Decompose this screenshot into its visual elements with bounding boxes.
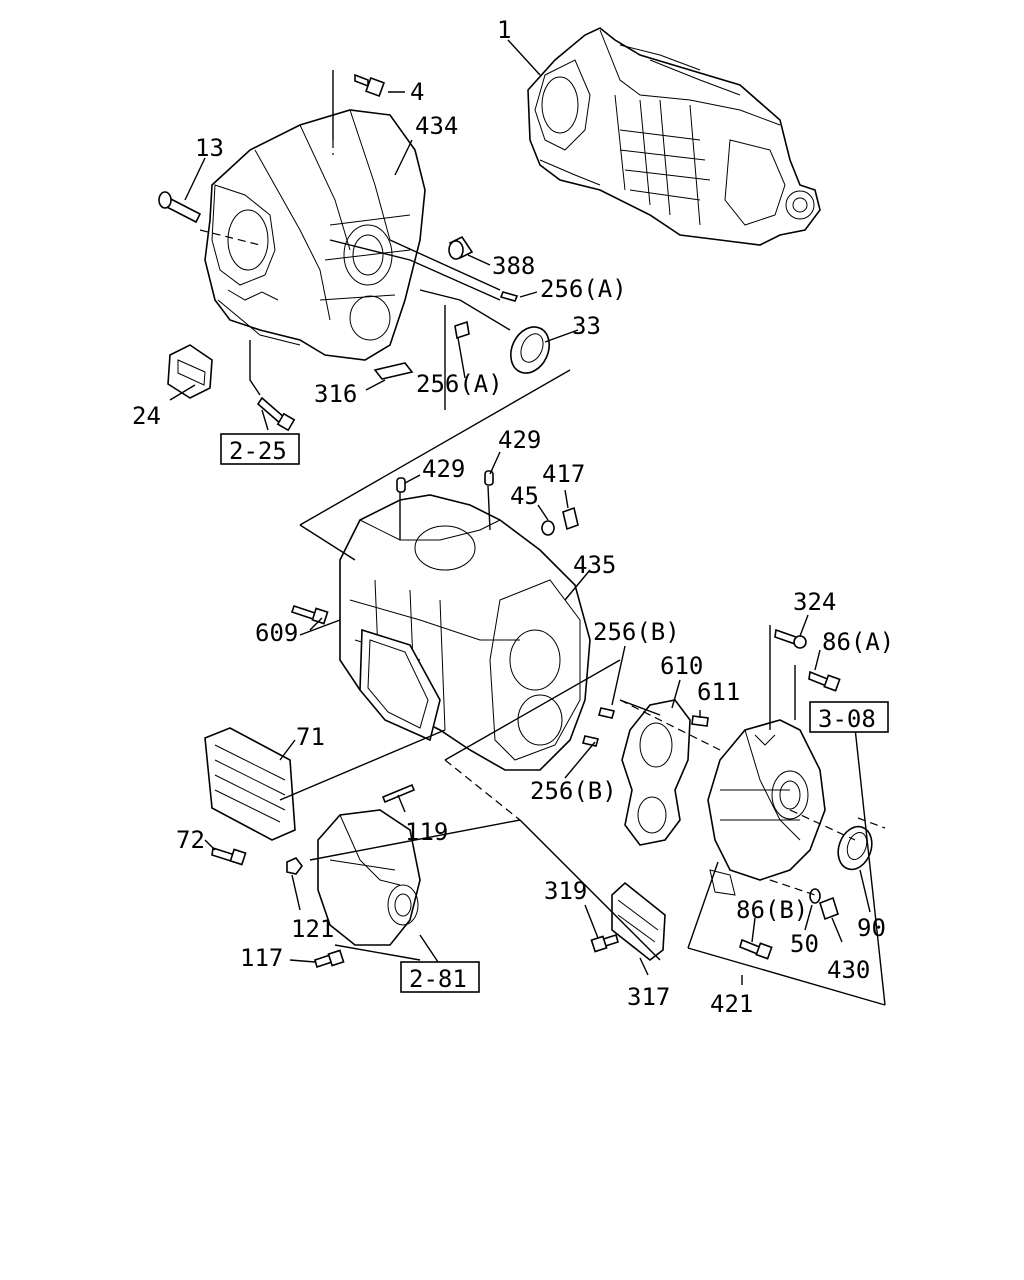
part-label: 429 <box>498 426 541 454</box>
seal-90-illustration <box>837 825 873 871</box>
part-label: 256(A) <box>540 275 627 303</box>
clutch-housing-illustration <box>204 109 426 361</box>
reference-box-3-08[interactable]: 3-08 <box>809 701 889 733</box>
part-label: 13 <box>195 134 224 162</box>
plug-430-illustration <box>819 896 839 921</box>
part-label: 45 <box>510 482 539 510</box>
bolt-86a-illustration <box>808 670 841 692</box>
bolt-13-illustration <box>158 191 202 224</box>
part-label: 1 <box>497 16 511 44</box>
part-label: 435 <box>573 551 616 579</box>
part-label: 417 <box>542 460 585 488</box>
gasket-610-illustration <box>621 699 691 846</box>
part-label: 324 <box>793 588 836 616</box>
seal-33-illustration <box>509 326 551 374</box>
part-label: 33 <box>572 312 601 340</box>
bolt-319-illustration <box>590 933 619 953</box>
bolt-4-illustration <box>354 73 385 97</box>
plug-417-illustration <box>562 506 579 531</box>
reference-label: 3-08 <box>818 705 876 733</box>
part-label: 316 <box>314 380 357 408</box>
nut-121-illustration <box>286 857 303 875</box>
transmission-case-illustration <box>339 494 591 771</box>
bolt-2-25-illustration <box>256 396 296 432</box>
part-label: 256(B) <box>530 777 617 805</box>
reference-box-2-25[interactable]: 2-25 <box>220 433 300 465</box>
part-label: 610 <box>660 652 703 680</box>
plate-317-illustration <box>611 881 666 962</box>
part-label: 388 <box>492 252 535 280</box>
oring-45-illustration <box>541 520 555 536</box>
part-label: 86(B) <box>736 896 808 924</box>
bushing-388-illustration <box>448 235 474 260</box>
transmission-assembly-illustration <box>527 27 821 246</box>
part-label: 609 <box>255 619 298 647</box>
part-label: 117 <box>240 944 283 972</box>
reference-label: 2-81 <box>409 965 467 993</box>
assembly-guide-lines <box>199 70 886 1006</box>
part-label: 4 <box>410 78 424 106</box>
part-label: 50 <box>790 930 819 958</box>
dowel-429-left-illustration <box>396 477 406 493</box>
part-label: 24 <box>132 402 161 430</box>
stud-119-illustration <box>381 783 416 804</box>
cover-24-illustration <box>167 344 213 399</box>
part-label: 434 <box>415 112 458 140</box>
pins-256b-illustration <box>581 707 616 747</box>
bolt-86b-illustration <box>739 938 773 960</box>
plate-316-illustration <box>373 362 414 380</box>
bolt-72-illustration <box>211 846 247 866</box>
reference-boxes: 2-25 3-08 2-81 <box>220 433 889 993</box>
part-label: 256(A) <box>416 370 503 398</box>
oring-50-illustration <box>809 888 821 904</box>
part-label: 429 <box>422 455 465 483</box>
part-label: 72 <box>176 826 205 854</box>
cover-71-illustration <box>204 727 296 841</box>
bolt-611-illustration <box>691 715 709 727</box>
part-label: 121 <box>291 915 334 943</box>
pin-256a-upper-illustration <box>499 291 519 302</box>
part-label: 90 <box>857 914 886 942</box>
reference-label: 2-25 <box>229 437 287 465</box>
reference-box-2-81[interactable]: 2-81 <box>400 961 480 993</box>
part-label: 256(B) <box>593 618 680 646</box>
part-label: 611 <box>697 678 740 706</box>
part-label: 319 <box>544 877 587 905</box>
part-label: 119 <box>405 818 448 846</box>
part-label: 430 <box>827 956 870 984</box>
bolt-117-illustration <box>314 949 345 969</box>
leader-lines <box>169 39 871 985</box>
part-label: 317 <box>627 983 670 1011</box>
part-labels: 1 4 434 13 388 256(A) 33 316 256(A) 24 4… <box>132 16 894 1018</box>
part-label: 86(A) <box>822 628 894 656</box>
stud-3-08-illustration <box>857 817 886 829</box>
pin-256a-lower-illustration <box>454 320 470 340</box>
part-label: 71 <box>296 723 325 751</box>
part-label: 421 <box>710 990 753 1018</box>
rear-housing-illustration <box>707 719 826 896</box>
dowel-429-right-illustration <box>484 470 494 486</box>
